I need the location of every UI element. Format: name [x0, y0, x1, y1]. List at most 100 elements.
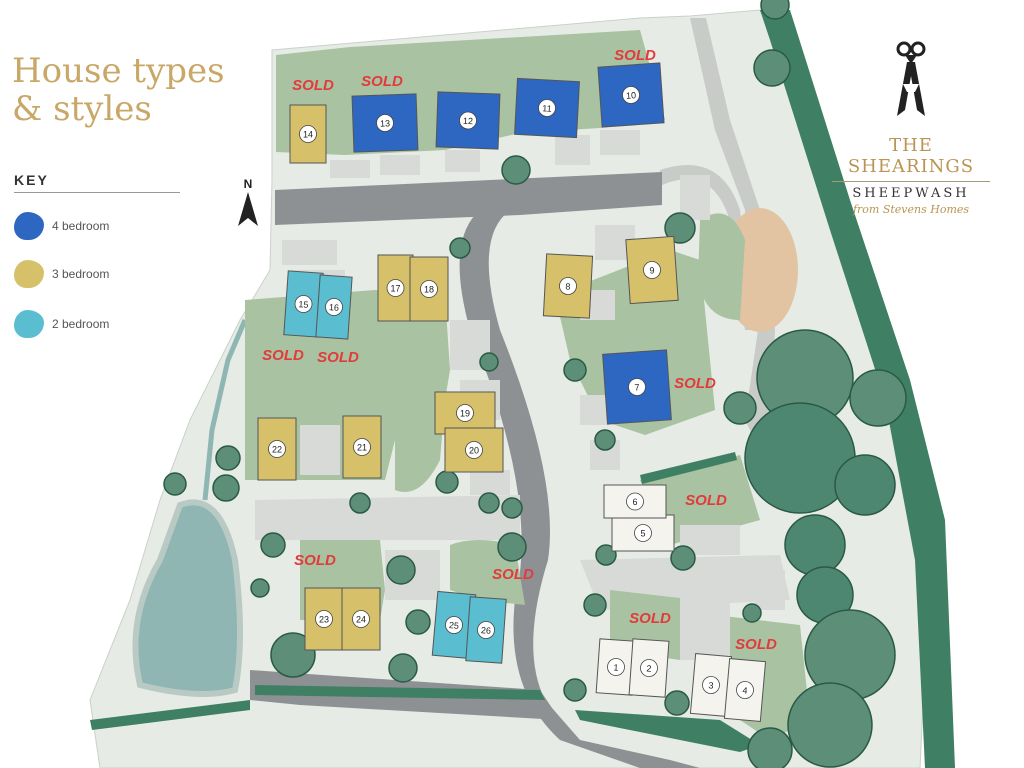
- hedge-east-mid: [640, 452, 737, 484]
- plot-4[interactable]: 4: [723, 658, 767, 722]
- plot-number-badge: [626, 492, 644, 511]
- plot-number-badge: [325, 298, 343, 316]
- key-item-4-bedroom: 4 bedroom: [14, 212, 109, 240]
- plot-16[interactable]: 16: [315, 274, 353, 340]
- plot-11[interactable]: 11: [514, 77, 580, 139]
- brand-block: THE SHEARINGS SHEEPWASH from Stevens Hom…: [826, 40, 996, 216]
- plot-number: 21: [357, 443, 367, 453]
- key-item-label: 2 bedroom: [52, 317, 110, 331]
- key-swatch-icon: [14, 212, 44, 240]
- plot-footprint: [342, 415, 382, 479]
- plot-22[interactable]: 22: [257, 417, 297, 481]
- plot-number-badge: [622, 86, 640, 104]
- plot-12[interactable]: 12: [435, 91, 501, 150]
- plot-number: 18: [424, 285, 434, 295]
- plot-8[interactable]: 8: [542, 253, 594, 319]
- plot-6[interactable]: 6: [603, 484, 667, 519]
- plot-21[interactable]: 21: [342, 415, 382, 479]
- plot-number: 4: [742, 685, 748, 695]
- north-label: N: [244, 177, 253, 191]
- plot-number-badge: [456, 404, 474, 422]
- key-swatch-icon: [14, 310, 44, 338]
- brand-location: SHEEPWASH: [852, 186, 970, 201]
- plot-5[interactable]: 5: [611, 514, 675, 552]
- plot-number-badge: [643, 261, 661, 279]
- key-item-label: 3 bedroom: [52, 267, 110, 281]
- north-arrow: N: [238, 177, 258, 226]
- plot-number-badge: [628, 378, 646, 396]
- road-spine: [459, 205, 700, 768]
- plot-number-badge: [352, 610, 370, 628]
- plot-number-badge: [315, 610, 333, 628]
- driveway-west: [255, 495, 520, 540]
- footpath-loop: [660, 165, 755, 330]
- boundary-hedge: [760, 10, 955, 768]
- plot-10[interactable]: 10: [597, 62, 665, 128]
- hedge-south-west: [90, 700, 250, 730]
- parking-bays: [282, 130, 785, 660]
- plot-number-badge: [268, 440, 286, 458]
- plot-23[interactable]: 23: [304, 587, 344, 651]
- plot-number-badge: [465, 441, 483, 459]
- plot-19[interactable]: 19: [434, 391, 496, 435]
- plot-24[interactable]: 24: [341, 587, 381, 651]
- plot-number: 6: [632, 497, 637, 507]
- plot-number: 2: [646, 663, 652, 673]
- sold-label: SOLD: [292, 77, 334, 94]
- plot-number-badge: [445, 616, 463, 634]
- key-swatch-icon: [14, 260, 44, 288]
- plot-13[interactable]: 13: [351, 93, 419, 153]
- key-divider: [14, 192, 180, 193]
- sold-label: SOLD: [361, 73, 403, 90]
- plot-number: 17: [390, 284, 400, 294]
- plot-number: 24: [356, 615, 366, 625]
- plot-number: 15: [298, 299, 309, 310]
- plot-14[interactable]: 14: [289, 104, 327, 164]
- plot-18[interactable]: 18: [409, 256, 449, 322]
- sold-label: SOLD: [492, 566, 534, 583]
- sold-label: SOLD: [294, 552, 336, 569]
- plot-number-badge: [736, 681, 754, 699]
- plot-number: 14: [303, 130, 313, 140]
- plot-number: 16: [329, 302, 340, 313]
- key-item-label: 4 bedroom: [52, 219, 110, 233]
- plot-number: 12: [463, 116, 473, 126]
- plot-number-badge: [353, 438, 371, 456]
- plot-1[interactable]: 1: [595, 638, 637, 696]
- plot-number: 3: [708, 680, 714, 690]
- sold-label: SOLD: [629, 610, 671, 627]
- hedge-south: [255, 685, 545, 700]
- plot-7[interactable]: 7: [602, 349, 672, 425]
- plot-number-badge: [459, 111, 477, 130]
- plot-number: 26: [481, 625, 492, 636]
- plot-20[interactable]: 20: [444, 427, 504, 473]
- sold-label: SOLD: [674, 375, 716, 392]
- pond: [132, 499, 243, 697]
- plot-number: 1: [613, 662, 619, 672]
- key-item-3-bedroom: 3 bedroom: [14, 260, 109, 288]
- plot-3[interactable]: 3: [689, 653, 733, 717]
- north-arrow-icon: [238, 192, 258, 226]
- page-title: House types & styles: [12, 52, 225, 128]
- road-north: [275, 172, 662, 225]
- plot-number-badge: [559, 277, 577, 295]
- brand-name: THE SHEARINGS: [847, 135, 975, 177]
- plot-number-badge: [376, 114, 394, 132]
- plot-number-badge: [477, 621, 495, 639]
- plot-number-badge: [702, 676, 720, 694]
- sold-label: SOLD: [317, 349, 359, 366]
- plot-number-badge: [294, 295, 313, 313]
- page-title-line-2: & styles: [12, 89, 152, 129]
- plot-17[interactable]: 17: [377, 254, 414, 322]
- plot-26[interactable]: 26: [465, 596, 507, 664]
- plot-9[interactable]: 9: [625, 235, 679, 305]
- plot-number: 9: [649, 265, 655, 275]
- plot-2[interactable]: 2: [628, 638, 670, 698]
- plot-number: 19: [460, 409, 470, 419]
- sold-label: SOLD: [685, 492, 727, 509]
- sold-label: SOLD: [614, 47, 656, 64]
- plot-number: 5: [640, 529, 645, 539]
